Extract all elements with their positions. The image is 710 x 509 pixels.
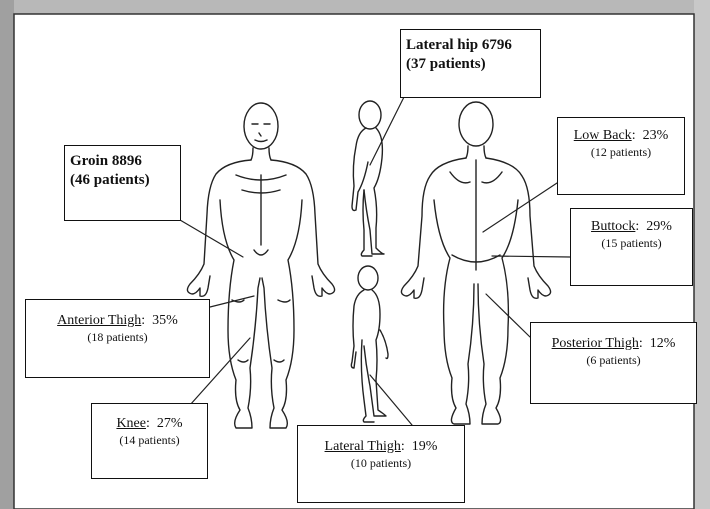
- buttock-name: Buttock: [591, 219, 635, 234]
- low-back-name: Low Back: [574, 128, 632, 143]
- callout-low-back: Low Back: 23% (12 patients): [557, 117, 685, 195]
- callout-anterior-thigh: Anterior Thigh: 35% (18 patients): [25, 299, 210, 378]
- frame-left-shadow: [0, 0, 14, 509]
- callout-lateral-hip: Lateral hip 6796 (37 patients): [400, 29, 541, 98]
- callout-buttock: Buttock: 29% (15 patients): [570, 208, 693, 286]
- lateral-thigh-pct: 19%: [412, 439, 438, 454]
- frame-right-shadow: [694, 0, 710, 509]
- callout-groin: Groin 8896 (46 patients): [64, 145, 181, 221]
- lateral-thigh-name: Lateral Thigh: [325, 439, 401, 454]
- callout-posterior-thigh: Posterior Thigh: 12% (6 patients): [530, 322, 697, 404]
- anterior-thigh-count: (18 patients): [26, 329, 209, 345]
- knee-pct: 27%: [157, 416, 183, 431]
- anterior-thigh-pct: 35%: [152, 313, 178, 328]
- groin-count: (46 patients): [70, 171, 180, 190]
- lateral-thigh-count: (10 patients): [298, 455, 464, 471]
- knee-count: (14 patients): [92, 432, 207, 448]
- buttock-pct: 29%: [646, 219, 672, 234]
- posterior-thigh-pct: 12%: [650, 336, 676, 351]
- knee-name: Knee: [116, 416, 146, 431]
- callout-lateral-thigh: Lateral Thigh: 19% (10 patients): [297, 425, 465, 503]
- frame-top-shadow: [0, 0, 710, 14]
- low-back-count: (12 patients): [558, 144, 684, 160]
- posterior-thigh-name: Posterior Thigh: [552, 336, 639, 351]
- callout-knee: Knee: 27% (14 patients): [91, 403, 208, 479]
- posterior-thigh-count: (6 patients): [531, 352, 696, 368]
- low-back-pct: 23%: [643, 128, 669, 143]
- anterior-thigh-name: Anterior Thigh: [57, 313, 141, 328]
- lateral-hip-count: (37 patients): [406, 55, 540, 74]
- lateral-hip-title: Lateral hip 6796: [406, 36, 540, 55]
- groin-title: Groin 8896: [70, 152, 180, 171]
- buttock-count: (15 patients): [571, 235, 692, 251]
